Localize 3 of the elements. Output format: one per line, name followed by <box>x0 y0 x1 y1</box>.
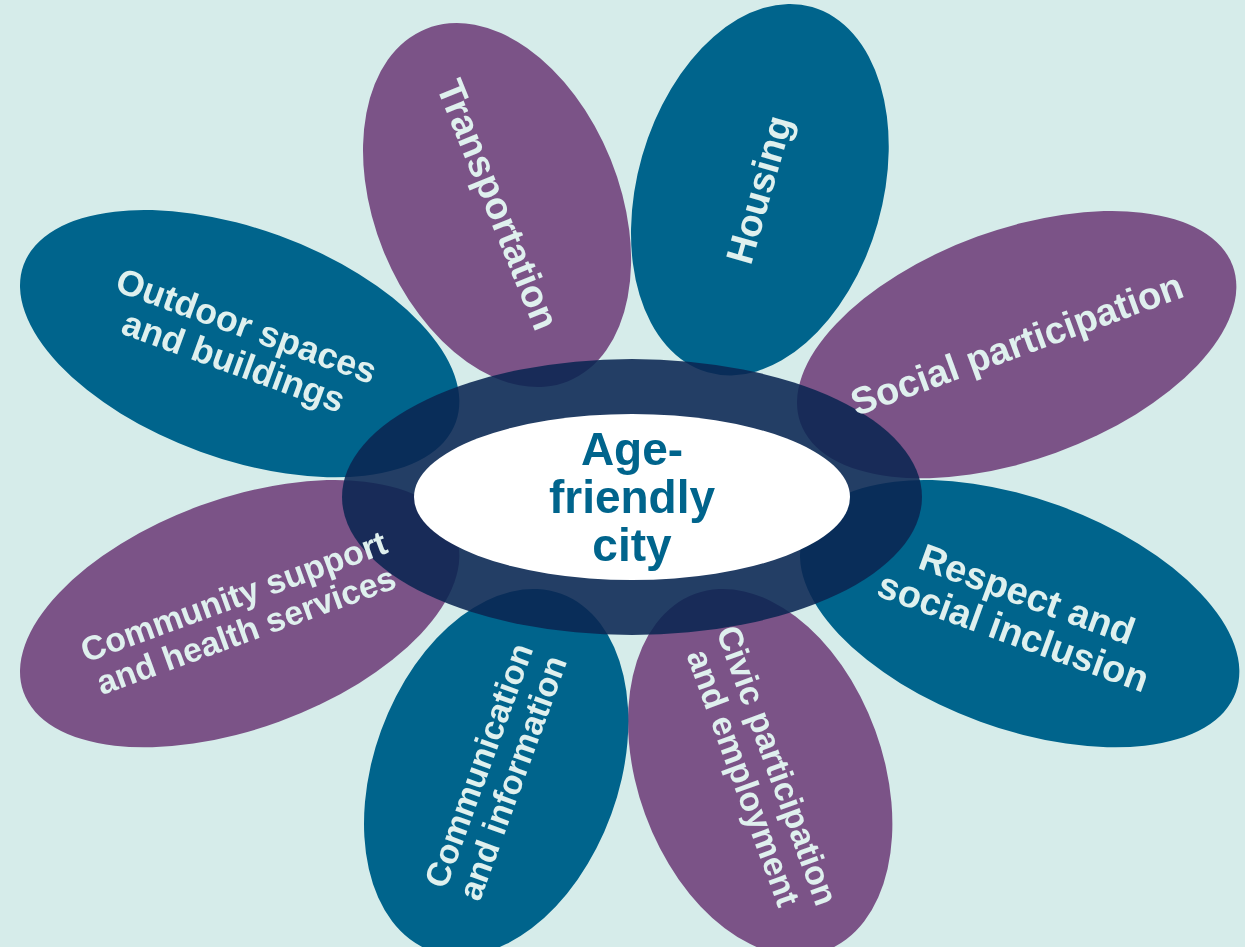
petal <box>797 211 1237 479</box>
center-ellipse <box>414 414 850 580</box>
center-title: Age-friendly city <box>547 424 717 570</box>
